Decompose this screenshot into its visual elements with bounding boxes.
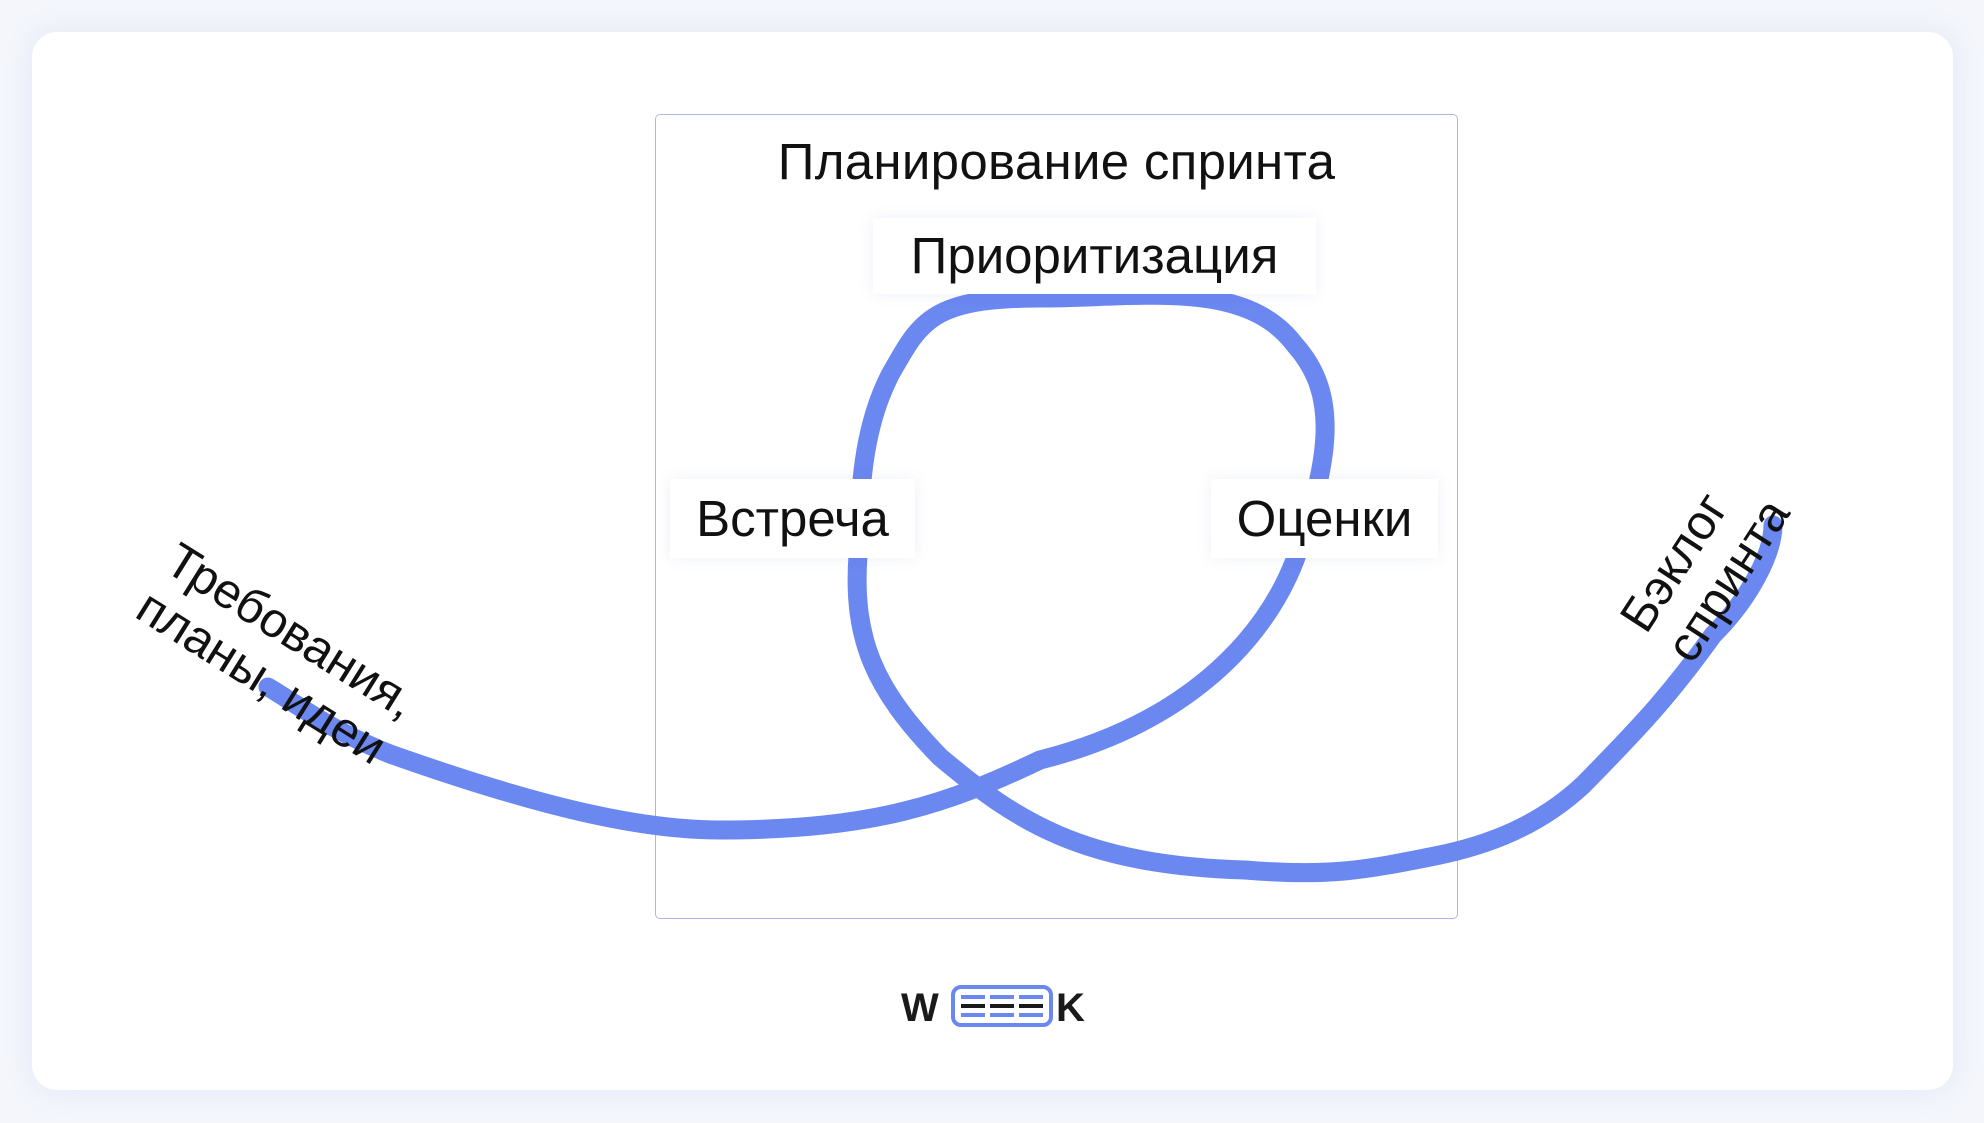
process-curve xyxy=(258,285,1783,883)
logo-letter-w: W xyxy=(901,986,939,1030)
step-estimates: Оценки xyxy=(1211,479,1438,558)
step-meeting: Встреча xyxy=(670,479,915,558)
diagram-title: Планирование спринта xyxy=(777,133,1336,190)
logo-frame xyxy=(951,985,1053,1027)
sprint-planning-frame xyxy=(655,114,1458,919)
logo-bars-icon xyxy=(961,995,1043,1017)
logo-letter-k: K xyxy=(1056,986,1085,1030)
step-prioritization: Приоритизация xyxy=(873,218,1316,294)
weeek-logo: W K xyxy=(901,985,1085,1030)
diagram-card xyxy=(32,32,1953,1090)
